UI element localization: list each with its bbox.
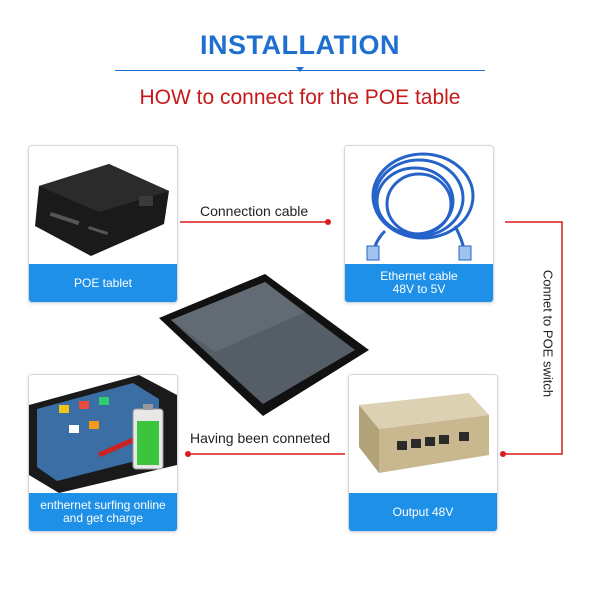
tablet-charging-image (29, 375, 177, 493)
side-connector-line (505, 221, 563, 455)
surfing-online-label-line2: and get charge (62, 511, 144, 525)
page-subtitle: HOW to connect for the POE table (139, 86, 461, 109)
side-connector-dot (500, 451, 506, 457)
center-tablet-image (159, 274, 369, 416)
having-been-connected-label: Having been conneted (190, 430, 331, 446)
card-surfing-online: enthernet surfing online and get charge (28, 374, 178, 532)
poe-tablet-caption: POE tablet (29, 264, 177, 302)
top-connector-dot (325, 219, 331, 225)
card-ethernet-cable: Ethernet cable 48V to 5V (344, 145, 494, 303)
output-48v-caption: Output 48V (349, 493, 497, 531)
tablet-back-image (29, 146, 177, 264)
title-divider-tick (296, 67, 304, 72)
poe-tablet-label: POE tablet (73, 275, 133, 290)
ethernet-cable-label-line1: Ethernet cable (380, 269, 458, 283)
surfing-online-caption: enthernet surfing online and get charge (29, 493, 177, 531)
surfing-online-label-line1: enthernet surfing online (40, 498, 166, 512)
ethernet-cable-label-line2: 48V to 5V (392, 282, 446, 296)
poe-switch-image (349, 375, 497, 493)
page-title: INSTALLATION (200, 30, 400, 60)
output-48v-label: Output 48V (392, 504, 454, 519)
card-poe-tablet: POE tablet (28, 145, 178, 303)
bottom-connector-dot (185, 451, 191, 457)
card-output-48v: Output 48V (348, 374, 498, 532)
connect-to-poe-switch-text: Connet to POE switch (540, 269, 556, 398)
connection-cable-label: Connection cable (200, 203, 309, 219)
ethernet-cable-image (345, 146, 493, 264)
ethernet-cable-caption: Ethernet cable 48V to 5V (345, 264, 493, 302)
